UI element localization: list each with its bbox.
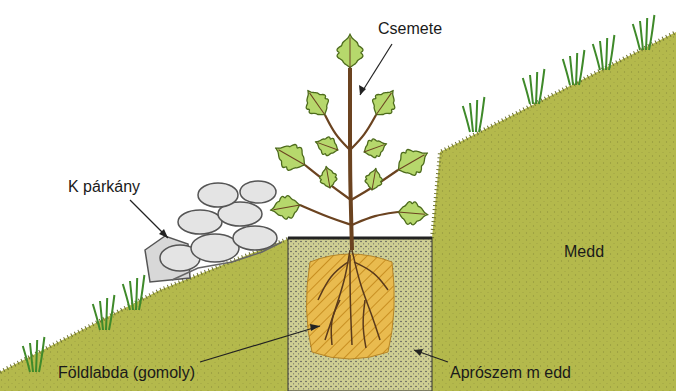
grass-blade xyxy=(130,281,133,310)
leaf-blade xyxy=(298,84,334,122)
callout-label: Földlabda (gomoly) xyxy=(58,364,195,382)
oak-leaf xyxy=(268,194,302,222)
leaf-vein xyxy=(398,155,425,170)
oak-leaf xyxy=(269,137,311,176)
grass xyxy=(23,15,655,372)
oak-leaf xyxy=(312,133,341,158)
grass-blade xyxy=(476,100,477,132)
grass-blade xyxy=(470,103,473,132)
root xyxy=(350,255,352,345)
callout-label: Medd xyxy=(564,243,604,261)
stem xyxy=(352,212,398,225)
callout-label: Csemete xyxy=(378,20,442,38)
seedling xyxy=(268,34,433,348)
leader-heads xyxy=(159,85,423,356)
grass-blade xyxy=(593,44,600,70)
leaf-vein xyxy=(364,145,384,152)
grass-blade xyxy=(633,24,640,50)
stone-ledge xyxy=(145,181,282,282)
grass-blade xyxy=(139,275,144,310)
callout-label: Aprószem m edd xyxy=(450,364,571,382)
callout-label: K párkány xyxy=(68,178,140,196)
leaf-blade xyxy=(318,165,338,190)
grass-blade xyxy=(609,35,614,70)
root xyxy=(318,262,348,300)
grass-blade xyxy=(136,278,137,310)
oak-leaf xyxy=(298,84,334,122)
planting-pit xyxy=(288,238,432,391)
grass-blade xyxy=(536,72,537,104)
grass-blade xyxy=(646,18,647,50)
grass-blade xyxy=(93,304,100,330)
grass-blade xyxy=(606,38,607,70)
leaf-vein xyxy=(318,143,338,150)
leaf-blade xyxy=(337,34,363,68)
grass-blade xyxy=(530,75,533,104)
grass-blade xyxy=(36,340,37,372)
leaf-vein xyxy=(278,150,305,165)
stem xyxy=(300,205,352,225)
leaf-blade xyxy=(361,135,390,160)
leaf-vein xyxy=(350,37,351,68)
pit-top xyxy=(288,237,432,240)
ground-surface xyxy=(0,32,676,372)
leaf-blade xyxy=(364,167,384,192)
grass-blade xyxy=(123,284,130,310)
grass-blade xyxy=(39,337,44,372)
ground xyxy=(0,32,676,391)
leader-lines xyxy=(130,44,448,362)
leaf-vein xyxy=(398,212,425,214)
grass-blade xyxy=(23,346,30,372)
grass-blade xyxy=(30,343,33,372)
leaf-blade xyxy=(367,84,403,122)
grass-blade xyxy=(523,78,530,104)
ground-texture xyxy=(0,32,676,391)
oak-leaf xyxy=(367,84,403,122)
leaf-blade xyxy=(268,194,302,222)
grass-blade xyxy=(463,106,470,132)
leaf-vein xyxy=(327,169,330,188)
oak-leaf xyxy=(392,142,434,181)
grass-blade xyxy=(579,50,584,85)
oak-leaf xyxy=(397,201,429,226)
grass-blade xyxy=(649,15,654,50)
leaf-vein xyxy=(310,93,325,115)
oak-leaf xyxy=(361,135,390,160)
stem xyxy=(350,68,352,250)
leaf-blade xyxy=(397,201,429,226)
root xyxy=(354,262,388,290)
grass-blade xyxy=(109,295,114,330)
oak-leaf xyxy=(364,167,384,192)
stem xyxy=(305,165,351,200)
root xyxy=(331,300,340,345)
grass-blade xyxy=(479,97,484,132)
grass-blade xyxy=(600,41,603,70)
leaf-vein xyxy=(273,205,300,210)
grass-blade xyxy=(539,69,544,104)
leaf-vein xyxy=(372,171,375,190)
grass-blade xyxy=(563,59,570,85)
grass-blade xyxy=(640,21,643,50)
oak-leaf xyxy=(337,34,363,68)
leaf-blade xyxy=(269,137,311,176)
grass-blade xyxy=(570,56,573,85)
leaf-vein xyxy=(376,93,391,115)
root xyxy=(363,300,366,348)
leaf-blade xyxy=(392,142,434,181)
root-ball xyxy=(306,254,394,359)
grass-blade xyxy=(100,301,103,330)
leaf-blade xyxy=(312,133,341,158)
oak-leaf xyxy=(318,165,338,190)
grass-blade xyxy=(576,53,577,85)
grass-blade xyxy=(106,298,107,330)
